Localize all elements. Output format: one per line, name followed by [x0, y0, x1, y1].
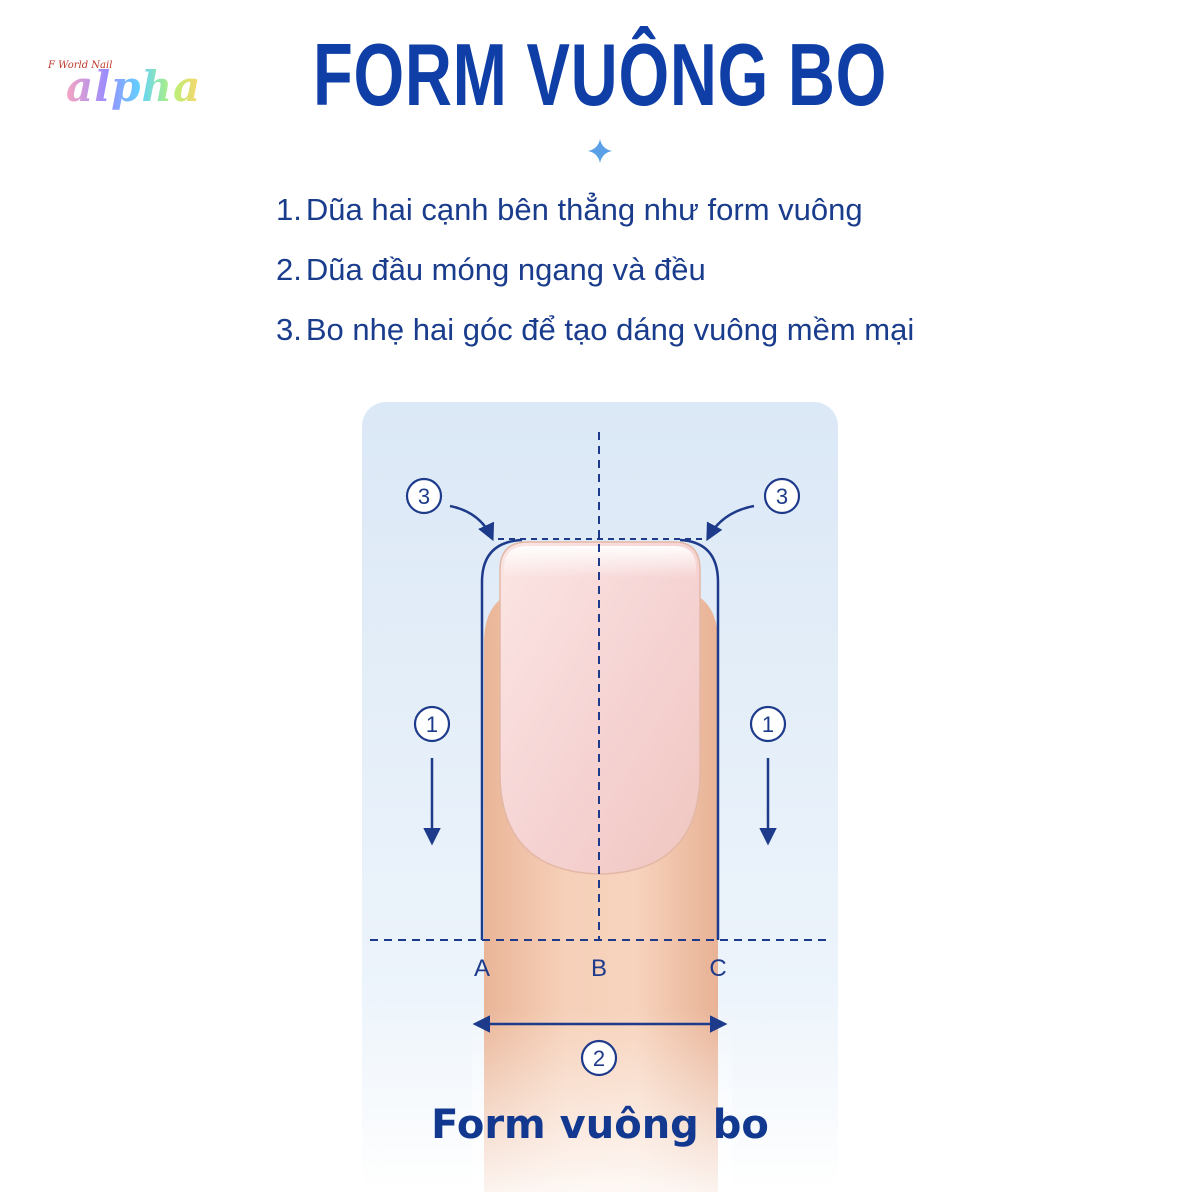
step-text: Dũa đầu móng ngang và đều	[305, 252, 706, 287]
step-number: 1.	[276, 192, 302, 227]
corner-arrow-right	[706, 504, 755, 542]
step-item-2: 2. Dũa đầu móng ngang và đều	[276, 252, 914, 312]
filed-shape-outline	[480, 538, 720, 940]
point-label-c: C	[709, 955, 726, 982]
step-text: Dũa hai cạnh bên thẳng như form vuông	[305, 192, 863, 227]
logo-wordmark: alpha	[66, 62, 202, 111]
step-number: 3.	[276, 312, 302, 347]
point-label-b: B	[591, 955, 607, 982]
marker-label: 1	[762, 712, 774, 737]
step-list: 1. Dũa hai cạnh bên thẳng như form vuông…	[276, 192, 914, 372]
marker-2: 2	[580, 1039, 618, 1077]
marker-1-left: 1	[413, 705, 451, 743]
nail-shape	[499, 541, 701, 875]
step-text: Bo nhẹ hai góc để tạo dáng vuông mềm mại	[305, 312, 915, 347]
step-item-3: 3. Bo nhẹ hai góc để tạo dáng vuông mềm …	[276, 312, 914, 372]
step-item-1: 1. Dũa hai cạnh bên thẳng như form vuông	[276, 192, 914, 252]
point-label-a: A	[474, 955, 490, 982]
marker-label: 3	[418, 484, 430, 509]
marker-label: 2	[593, 1046, 605, 1071]
title-divider	[485, 139, 715, 163]
marker-1-right: 1	[749, 705, 787, 743]
sparkle-icon	[588, 139, 612, 163]
corner-arrow-left	[449, 504, 495, 542]
step-number: 2.	[276, 252, 302, 287]
marker-label: 1	[426, 712, 438, 737]
page-title: FORM VUÔNG BO	[313, 25, 887, 124]
diagram-caption: Form vuông bo	[431, 1102, 769, 1148]
marker-3-right: 3	[763, 477, 801, 515]
logo-tagline: F World Nail	[48, 60, 112, 71]
brand-logo: F World Nail alpha	[40, 52, 200, 122]
marker-label: 3	[776, 484, 788, 509]
marker-3-left: 3	[405, 477, 443, 515]
nail-shape-diagram: 3 3 1 1 A B C 2	[362, 402, 838, 1192]
